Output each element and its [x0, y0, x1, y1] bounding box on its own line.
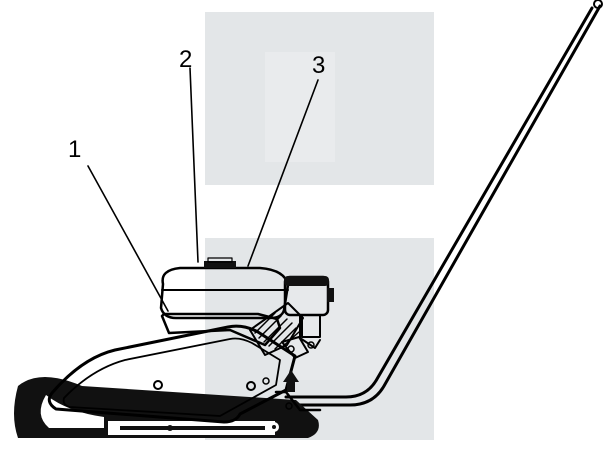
carburetor-bracket [299, 314, 321, 349]
base-slot-bar [120, 426, 265, 430]
lever-pivot [287, 345, 295, 353]
connector-outline [249, 302, 304, 356]
bolt [246, 381, 256, 391]
watermark-shade [265, 52, 335, 162]
throttle-bracket [274, 336, 322, 412]
air-filter [283, 275, 334, 349]
bolt [153, 380, 163, 390]
hatch-line [258, 315, 282, 339]
callout-number: 3 [312, 52, 325, 79]
watermark-shade [290, 290, 390, 380]
hatch-line [254, 312, 276, 334]
callout-leader-1 [87, 165, 169, 312]
callout-number: 2 [179, 46, 192, 73]
watermark-bar [205, 12, 434, 185]
air-filter-cover [284, 276, 329, 286]
handle-mount [274, 390, 322, 412]
belt-guard-inner [62, 337, 281, 417]
air-filter-knob [327, 288, 334, 302]
carburetor-block [301, 314, 321, 338]
base-bolt [167, 425, 173, 431]
plate-compactor-icon [14, 0, 603, 438]
fuel-cap-icon [204, 261, 236, 268]
arrow-icon [283, 370, 299, 392]
handle-inner [284, 6, 594, 399]
base-bolt [272, 425, 276, 429]
handle-end [593, 0, 603, 9]
belt-guard [47, 324, 297, 424]
watermark-logo-icon [205, 12, 434, 440]
handle-outer [284, 4, 602, 407]
callout-number: 1 [68, 136, 81, 163]
callout-leader-3 [247, 79, 319, 267]
hatch-line [268, 322, 293, 347]
hatch-line [274, 327, 297, 350]
fuel-cap-ridge [207, 257, 233, 263]
bolt [262, 377, 270, 385]
callout-leader-2 [189, 67, 199, 263]
carburetor-bolt [307, 341, 315, 349]
mount-bolt [285, 402, 293, 410]
hatch-line [263, 318, 288, 343]
engine-block [160, 312, 282, 347]
handle [284, 0, 603, 407]
